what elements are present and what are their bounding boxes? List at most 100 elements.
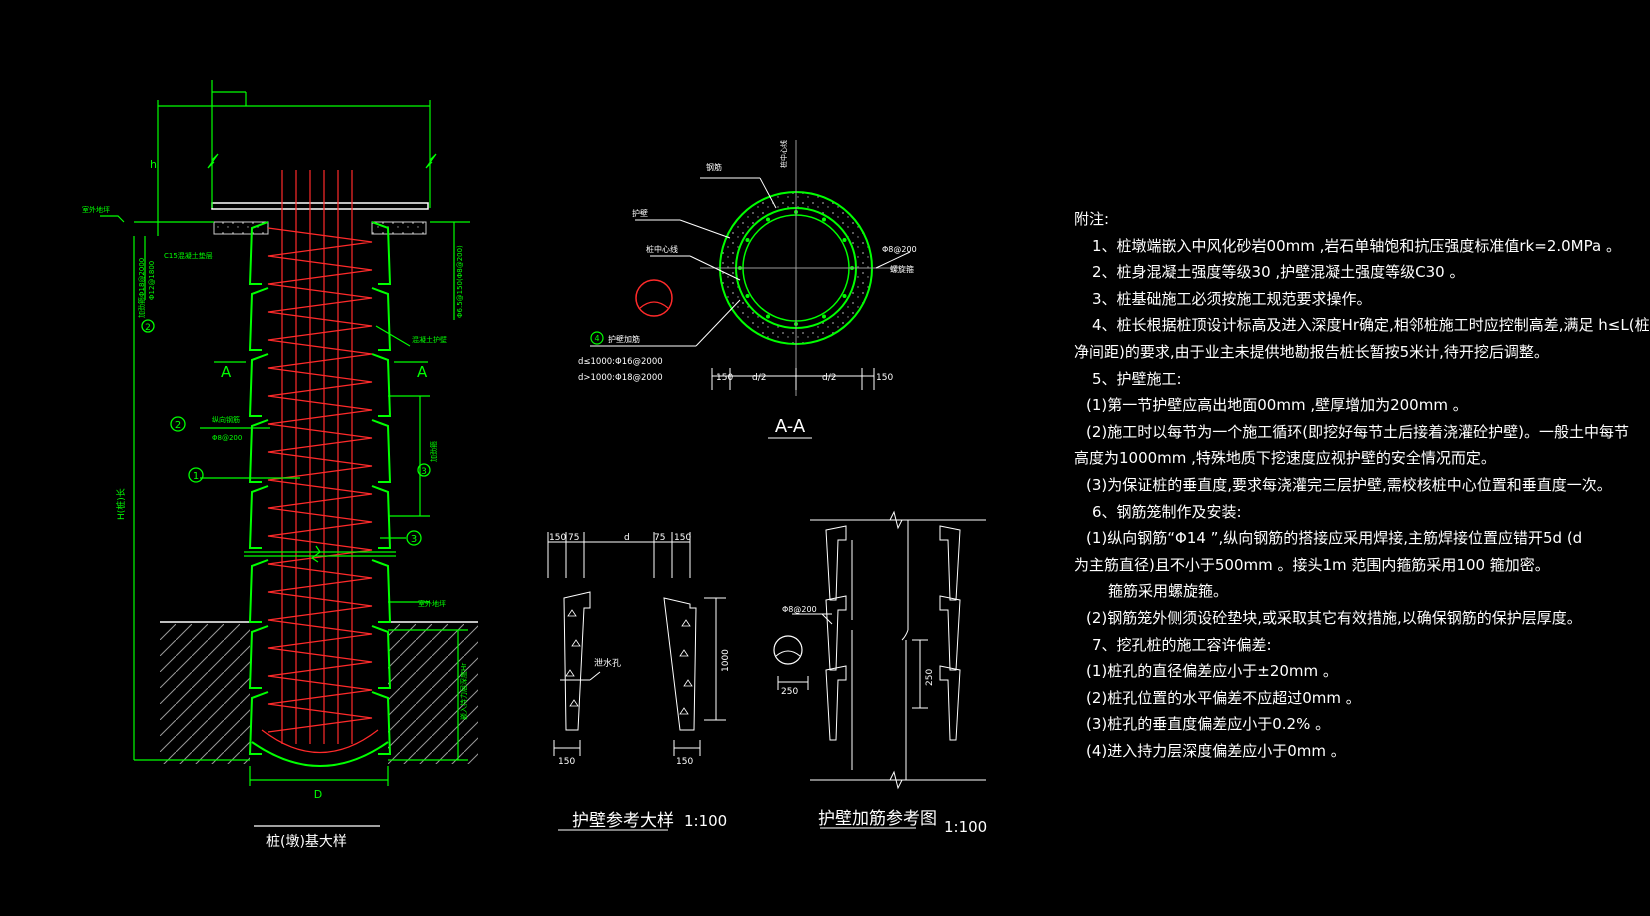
wall-seg-left	[248, 625, 269, 689]
wall-seg-right	[371, 485, 392, 549]
dim-d2-right: d/2	[822, 373, 836, 383]
wall-seg-right	[371, 221, 392, 285]
callout-2b-text: 2	[145, 323, 151, 333]
c15-label: C15混凝土垫层	[164, 251, 213, 260]
wall-dim-150a: 150	[549, 533, 566, 543]
long-spec-label: Φ12@1800	[148, 261, 156, 300]
note-5-1: (1)第一节护壁应高出地面00mm ,壁厚增加为200mm 。	[1086, 396, 1468, 415]
soil-hatch-left	[160, 624, 250, 764]
wall-detail-title: 护壁参考大样	[572, 811, 674, 831]
jiaqiang-spec-label: Φ8@200	[212, 434, 242, 442]
aggregate-mark	[679, 707, 689, 715]
aggregate-mark	[683, 679, 693, 687]
note-7-1: (1)桩孔的直径偏差应小于±20mm 。	[1086, 662, 1338, 681]
section-mark-a-right: A	[417, 363, 428, 381]
section-title: A-A	[775, 416, 806, 437]
label-gangjin: 钢筋	[706, 162, 722, 172]
wall-detail-scale: 1:100	[684, 812, 727, 830]
wall-dim-d: d	[624, 533, 630, 543]
callout-4-text: 4	[594, 334, 599, 343]
note-5-2b: 高度为1000mm ,特殊地质下挖速度应视护壁的安全情况而定。	[1074, 449, 1496, 468]
pile-detail-title: 桩(墩)基大样	[266, 833, 347, 850]
wall-seg-left	[248, 691, 269, 755]
note-7-3: (3)桩孔的垂直度偏差应小于0.2% 。	[1086, 715, 1331, 734]
aggregate-mark	[565, 669, 575, 677]
wall-seg-left	[248, 485, 269, 549]
wall-dim-75a: 75	[568, 533, 579, 543]
section-aa-drawing: 4 护壁加筋 d≤1000:Φ16@2000 d>1000:Φ18@2000 护…	[578, 140, 917, 439]
wall-seg-left	[248, 287, 269, 351]
note-5: 5、护壁施工:	[1092, 369, 1182, 388]
note-5-2a: (2)施工时以每节为一个施工循环(即挖好每节土后接着浇灌砼护壁)。一般土中每节	[1086, 422, 1629, 441]
c15-pad-left	[213, 221, 269, 235]
wall-seg-left	[248, 353, 269, 417]
section-rebar-dot	[842, 294, 847, 298]
rebar-scale: 1:100	[944, 818, 987, 836]
wall-dim-150b: 150	[674, 533, 691, 543]
note-6-1a: (1)纵向钢筋“Φ14 ”,纵向钢筋的搭接应采用焊接,主筋焊接位置应错开5d (…	[1086, 529, 1583, 548]
c15-pad-right	[371, 221, 427, 235]
aggregate-mark	[567, 609, 577, 617]
aggregate-mark	[571, 639, 581, 647]
callout-2-text: 2	[175, 420, 181, 431]
notes-block: 附注: 1、桩墩端嵌入中风化砂岩00mm ,岩石单轴饱和抗压强度标准值rk=2.…	[1074, 206, 1650, 764]
wall-seg-right	[371, 691, 392, 755]
wall-seg-right	[371, 625, 392, 689]
aggregate-mark	[681, 619, 691, 627]
label-jiaqiang: 加劲箍	[429, 441, 438, 462]
wall-dim-150d: 150	[676, 757, 693, 767]
note-4a: 4、桩长根据桩顶设计标高及进入深度Hr确定,相邻桩施工时应控制高差,满足 h≤L…	[1092, 316, 1650, 335]
rebar-250a: 250	[781, 687, 798, 697]
section-rebar-dot	[766, 217, 770, 222]
aggregate-mark	[679, 649, 689, 657]
wall-dim-150c: 150	[558, 757, 575, 767]
callout-3b-text: 3	[421, 467, 427, 477]
wall-dim-75b: 75	[654, 533, 665, 543]
cap-plate	[211, 202, 429, 210]
ground-label: 室外地坪	[418, 599, 446, 608]
aggregate-mark	[569, 699, 579, 707]
wall-label: 混凝土护壁	[412, 335, 447, 344]
rebar-phi8: Φ8@200	[782, 605, 817, 614]
callout-1-text: 1	[193, 471, 199, 482]
note-7: 7、挖孔桩的施工容许偏差:	[1092, 635, 1272, 654]
wall-seg-right	[371, 353, 392, 417]
section-mark-a-left: A	[221, 363, 232, 381]
dim-150-right: 150	[876, 373, 893, 383]
wall-seg-right	[371, 559, 392, 623]
section-rebar-dot	[842, 238, 847, 242]
pile-detail-drawing: 2 1 3 2 3 A A D h H(桩)长 加劲箍Φ18@2000 Φ12@…	[82, 80, 478, 850]
label-zhuzhongxin: 桩中心线	[646, 244, 678, 254]
dim-d2-left: d/2	[752, 373, 766, 383]
note-6-1b: 为主筋直径)且不小于500mm 。接头1m 范围内箍筋采用100 箍加密。	[1074, 555, 1550, 574]
section-rebar-dot	[745, 238, 750, 242]
note-7-4: (4)进入持力层深度偏差应小于0mm 。	[1086, 741, 1346, 760]
section-rebar-dot	[822, 314, 826, 319]
wall-seg-left	[248, 559, 269, 623]
note-4b: 净间距)的要求,由于业主未提供地勘报告桩长暂按5米计,待开挖后调整。	[1074, 342, 1549, 361]
spec-d-large: d>1000:Φ18@2000	[578, 373, 663, 383]
note-6-2: (2)钢筋笼外侧须设砼垫块,或采取其它有效措施,以确保钢筋的保护层厚度。	[1086, 608, 1582, 627]
dim-h-length-label: H(桩)长	[115, 488, 127, 520]
section-rebar-dot	[822, 217, 826, 222]
note-6-1c: 箍筋采用螺旋箍。	[1108, 582, 1229, 601]
note-7-2: (2)桩孔位置的水平偏差不应超过0mm 。	[1086, 688, 1361, 707]
rebar-spiral	[267, 227, 373, 733]
callout-3-text: 3	[411, 534, 417, 545]
label-4-name: 护壁加筋	[608, 334, 640, 344]
note-3: 3、桩基础施工必须按施工规范要求操作。	[1092, 289, 1372, 308]
soil-hatch-right	[388, 624, 478, 764]
stirrup-spec-label: Φ6.5@150(Φ8@200)	[456, 245, 464, 318]
note-5-3: (3)为保证桩的垂直度,要求每浇灌完三层护壁,需校核桩中心位置和垂直度一次。	[1086, 475, 1612, 494]
dim-150-left: 150	[716, 373, 733, 383]
notes-title: 附注:	[1074, 210, 1110, 228]
ground-level-label: 室外地坪	[82, 205, 110, 214]
rebar-title: 护壁加筋参考图	[818, 809, 937, 829]
spec-d-small: d≤1000:Φ16@2000	[578, 357, 663, 367]
label-zhongxin: 桩中心线	[779, 140, 788, 168]
wall-seg-right	[371, 419, 392, 483]
zhujin-label: 纵向钢筋	[212, 415, 240, 424]
wall-seg-left	[248, 221, 269, 285]
section-rebar-dot	[766, 314, 770, 319]
